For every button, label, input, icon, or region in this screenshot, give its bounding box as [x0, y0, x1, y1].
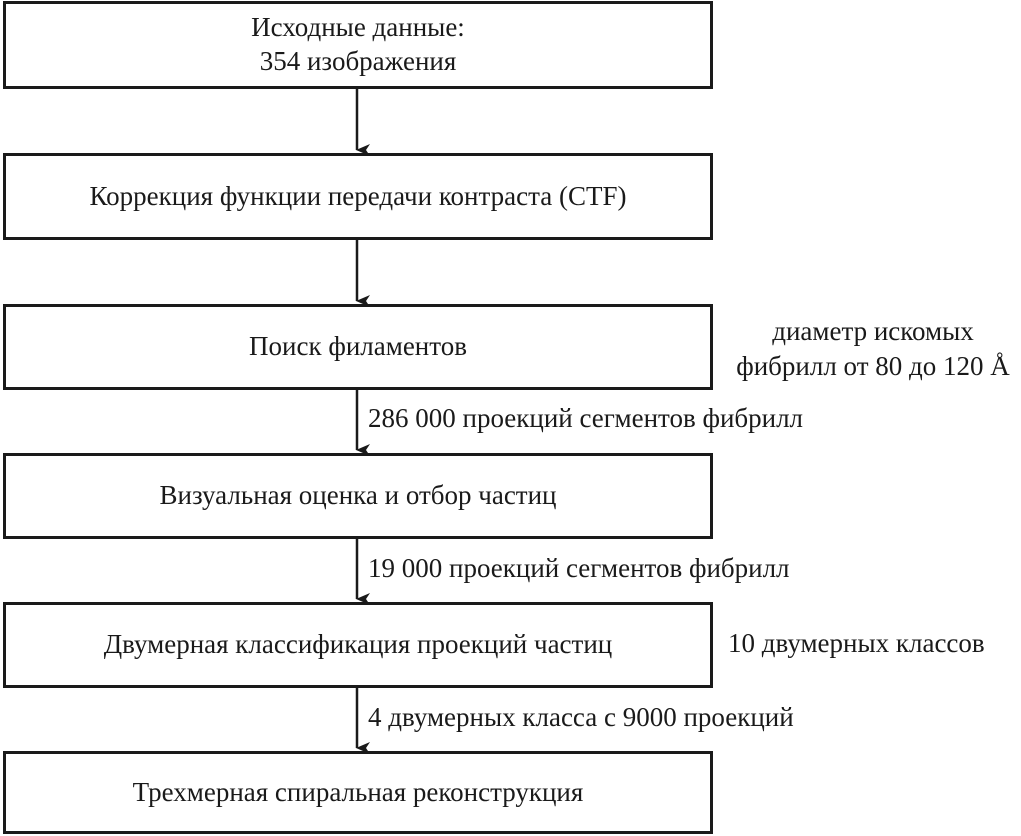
input-data-count: 354 изображения	[259, 46, 457, 76]
fibril-diameter-line2: фибрилл от 80 до 120 Å	[736, 351, 1010, 382]
arrow-label-after-classification: 4 двумерных класса с 9000 проекций	[368, 702, 794, 732]
input-data-box: Исходные данные: 354 изображения	[3, 1, 713, 89]
arrow-label-after-search: 286 000 проекций сегментов фибрилл	[368, 403, 804, 433]
ctf-correction-label: Коррекция функции передачи контраста (CT…	[89, 180, 627, 211]
class-count-note: 10 двумерных классов	[728, 628, 985, 658]
filament-search-label: Поиск филаментов	[249, 331, 467, 362]
fibril-diameter-line1: диаметр искомых	[772, 316, 974, 346]
reconstruction-3d-box: Трехмерная спиральная реконструкция	[3, 751, 713, 834]
fibril-diameter-note: диаметр искомых фибрилл от 80 до 120 Å	[728, 314, 1018, 384]
visual-selection-box: Визуальная оценка и отбор частиц	[3, 453, 713, 539]
filament-search-box: Поиск филаментов	[3, 304, 713, 390]
input-data-title: Исходные данные:	[251, 12, 465, 43]
classification-2d-box: Двумерная классификация проекций частиц	[3, 602, 713, 688]
ctf-correction-box: Коррекция функции передачи контраста (CT…	[3, 153, 713, 240]
reconstruction-3d-label: Трехмерная спиральная реконструкция	[132, 776, 584, 807]
visual-selection-label: Визуальная оценка и отбор частиц	[159, 480, 557, 511]
classification-2d-label: Двумерная классификация проекций частиц	[103, 629, 613, 660]
arrow-label-after-selection: 19 000 проекций сегментов фибрилл	[368, 553, 790, 583]
